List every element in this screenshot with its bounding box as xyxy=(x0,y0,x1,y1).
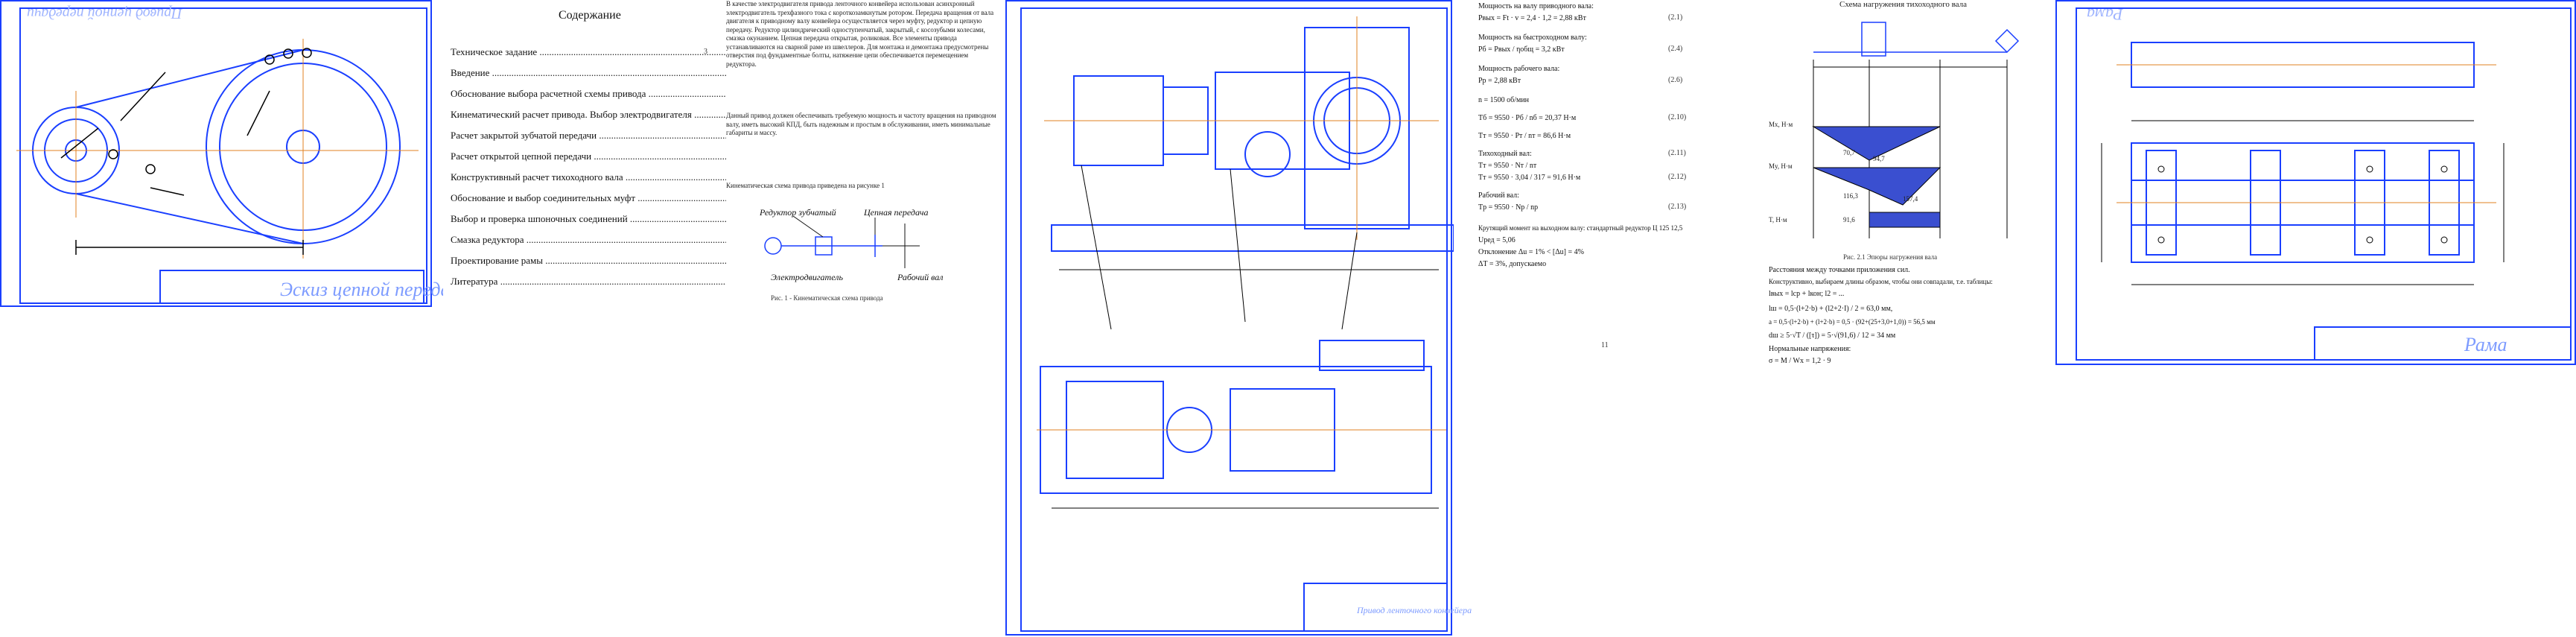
chain-drive-drawing xyxy=(16,39,419,259)
drawing-sheet-assembly: Привод ленточного конвейера xyxy=(1005,0,1472,636)
diagram-label-t: T, Н·м xyxy=(1769,216,1787,224)
title-block-text: Привод ленточного конвейера xyxy=(1357,605,1472,615)
calc-line: Tт = 9550 · 3,04 / 317 = 91,6 Н·м xyxy=(1478,174,1581,182)
diagram-value: 157,4 xyxy=(1903,195,1918,203)
calc-line: Рабочий вал: xyxy=(1478,191,1519,200)
label-motor: Электродвигатель xyxy=(771,272,843,282)
toc-item[interactable]: Введение xyxy=(451,67,741,79)
toc-item[interactable]: Проектирование рамы xyxy=(451,255,741,267)
toc-item[interactable]: Выбор и проверка шпоночных соединений xyxy=(451,213,741,225)
equation-number: (2.10) xyxy=(1668,113,1687,121)
calc-page: Мощность на валу приводного вала: Pвых =… xyxy=(1478,0,1739,373)
label-reducer: Редуктор зубчатый xyxy=(760,207,836,218)
page-number: 11 xyxy=(1601,341,1609,349)
shaft-text-line: Нормальные напряжения: xyxy=(1769,345,1851,353)
sheet-frame xyxy=(1020,7,1448,632)
toc-item[interactable]: Кинематический расчет привода. Выбор эле… xyxy=(451,109,741,121)
calc-line: Tт = 9550 · Pт / nт = 86,6 Н·м xyxy=(1478,132,1571,140)
shaft-figure-caption: Рис. 2.1 Эпюры нагружения вала xyxy=(1843,253,1938,261)
shaft-diagram xyxy=(1812,22,2020,238)
calc-line: Tт = 9550 · Nт / nт xyxy=(1478,162,1537,170)
calc-line: Pр = 2,88 кВт xyxy=(1478,77,1521,85)
drawing-sheet-frame: Рама Рама xyxy=(2055,0,2576,365)
calc-line: Мощность рабочего вала: xyxy=(1478,65,1560,73)
shaft-text-line: lш = 0,5·(l+2·b) + (l2+2·I) / 2 = 63,0 м… xyxy=(1769,305,1893,313)
calc-line: Крутящий момент на выходном валу: станда… xyxy=(1478,224,1683,232)
equation-number: (2.11) xyxy=(1668,149,1686,157)
toc-item[interactable]: Обоснование выбора расчетной схемы приво… xyxy=(451,88,741,100)
toc-item[interactable]: Обоснование и выбор соединительных муфт xyxy=(451,192,741,204)
frame-drawing xyxy=(2101,42,2505,285)
toc-item[interactable]: Расчет закрытой зубчатой передачи xyxy=(451,130,741,142)
calc-line: Отклонение Δu = 1% < [Δu] = 4% xyxy=(1478,248,1584,256)
title-block: Рама xyxy=(2314,326,2572,361)
calc-line: Tр = 9550 · Nр / nр xyxy=(1478,203,1539,212)
toc-item[interactable]: Техническое задание xyxy=(451,46,741,58)
shaft-page: Схема нагружения тихоходного вала Mx, Н·… xyxy=(1769,0,2026,373)
diagram-value: 94,7 xyxy=(1873,155,1885,162)
label-chain: Цепная передача xyxy=(864,207,929,218)
title-block: Эскиз цепной передачи xyxy=(159,270,469,304)
toc-page-number: 3 xyxy=(704,48,707,56)
equation-number: (2.4) xyxy=(1668,45,1683,53)
diagram-label-my: My, Н·м xyxy=(1769,162,1793,170)
equation-number: (2.6) xyxy=(1668,76,1683,84)
intro-paragraph-2: Данный привод должен обеспечивать требуе… xyxy=(726,112,996,136)
shaft-text-line: σ = M / Wx = 1,2 · 9 xyxy=(1769,357,1831,365)
intro-heading: Кинематическая схема привода приведена н… xyxy=(726,182,885,189)
assembly-drawing xyxy=(1037,16,1454,509)
toc-item[interactable]: Конструктивный расчет тихоходного вала xyxy=(451,171,741,183)
shaft-text-line: Конструктивно, выбираем длины образом, ч… xyxy=(1769,278,1993,285)
shaft-text-line: a = 0,5·(l+2·b) + (l+2·b) = 0,5 · (92+(2… xyxy=(1769,318,1936,326)
title-block-text: Рама xyxy=(2464,334,2507,355)
title-block: Привод ленточного конвейера xyxy=(1303,583,1472,632)
diagram-value: 70,7 xyxy=(1843,149,1855,156)
toc-item[interactable]: Литература xyxy=(451,276,741,288)
toc-title: Содержание xyxy=(559,9,621,22)
label-work-shaft: Рабочий вал xyxy=(897,272,944,282)
equation-number: (2.1) xyxy=(1668,13,1683,22)
calc-line: n = 1500 об/мин xyxy=(1478,96,1530,104)
toc-page: Содержание Техническое задание Введение … xyxy=(443,0,711,307)
calc-line: Tб = 9550 · Pб / nб = 20,37 Н·м xyxy=(1478,114,1577,122)
drawing-sheet-chain: Привод цепной передачи Эскиз цепной пере… xyxy=(0,0,469,307)
diagram-value: 91,6 xyxy=(1843,216,1855,224)
calc-line: Тихоходный вал: xyxy=(1478,150,1532,158)
title-block-text: Эскиз цепной передачи xyxy=(280,279,469,300)
equation-number: (2.12) xyxy=(1668,173,1687,181)
toc-item[interactable]: Смазка редуктора xyxy=(451,234,741,246)
equation-number: (2.13) xyxy=(1668,203,1687,211)
calc-line: Pвых = Ft · v = 2,4 · 1,2 = 2,88 кВт xyxy=(1478,14,1586,22)
calc-line: ΔT = 3%, допускаемо xyxy=(1478,260,1547,268)
figure-caption: Рис. 1 - Кинематическая схема привода xyxy=(771,294,883,302)
calc-line: Pб = Pвых / ηобщ = 3,2 кВт xyxy=(1478,45,1565,54)
calc-line: Мощность на валу приводного вала: xyxy=(1478,2,1594,10)
shaft-text-line: Расстояния между точками приложения сил. xyxy=(1769,266,1910,274)
diagram-value: 116,3 xyxy=(1843,192,1858,200)
shaft-text-line: lвых = lср + lкон; l2 = ... xyxy=(1769,290,1845,298)
diagram-label-mx: Mx, Н·м xyxy=(1769,121,1793,128)
calc-line: Uред = 5,06 xyxy=(1478,236,1516,244)
calc-line: Мощность на быстроходном валу: xyxy=(1478,34,1587,42)
shaft-title: Схема нагружения тихоходного вала xyxy=(1839,0,1968,9)
kinematic-scheme xyxy=(764,215,920,268)
shaft-text-line: dш ≥ 5·√T / ([τ]) = 5·√(91,6) / 12 = 34 … xyxy=(1769,332,1896,340)
intro-page: В качестве электродвигателя привода лент… xyxy=(726,0,1002,307)
toc-item[interactable]: Расчет открытой цепной передачи xyxy=(451,150,741,162)
intro-paragraph-1: В качестве электродвигателя привода лент… xyxy=(726,0,994,68)
